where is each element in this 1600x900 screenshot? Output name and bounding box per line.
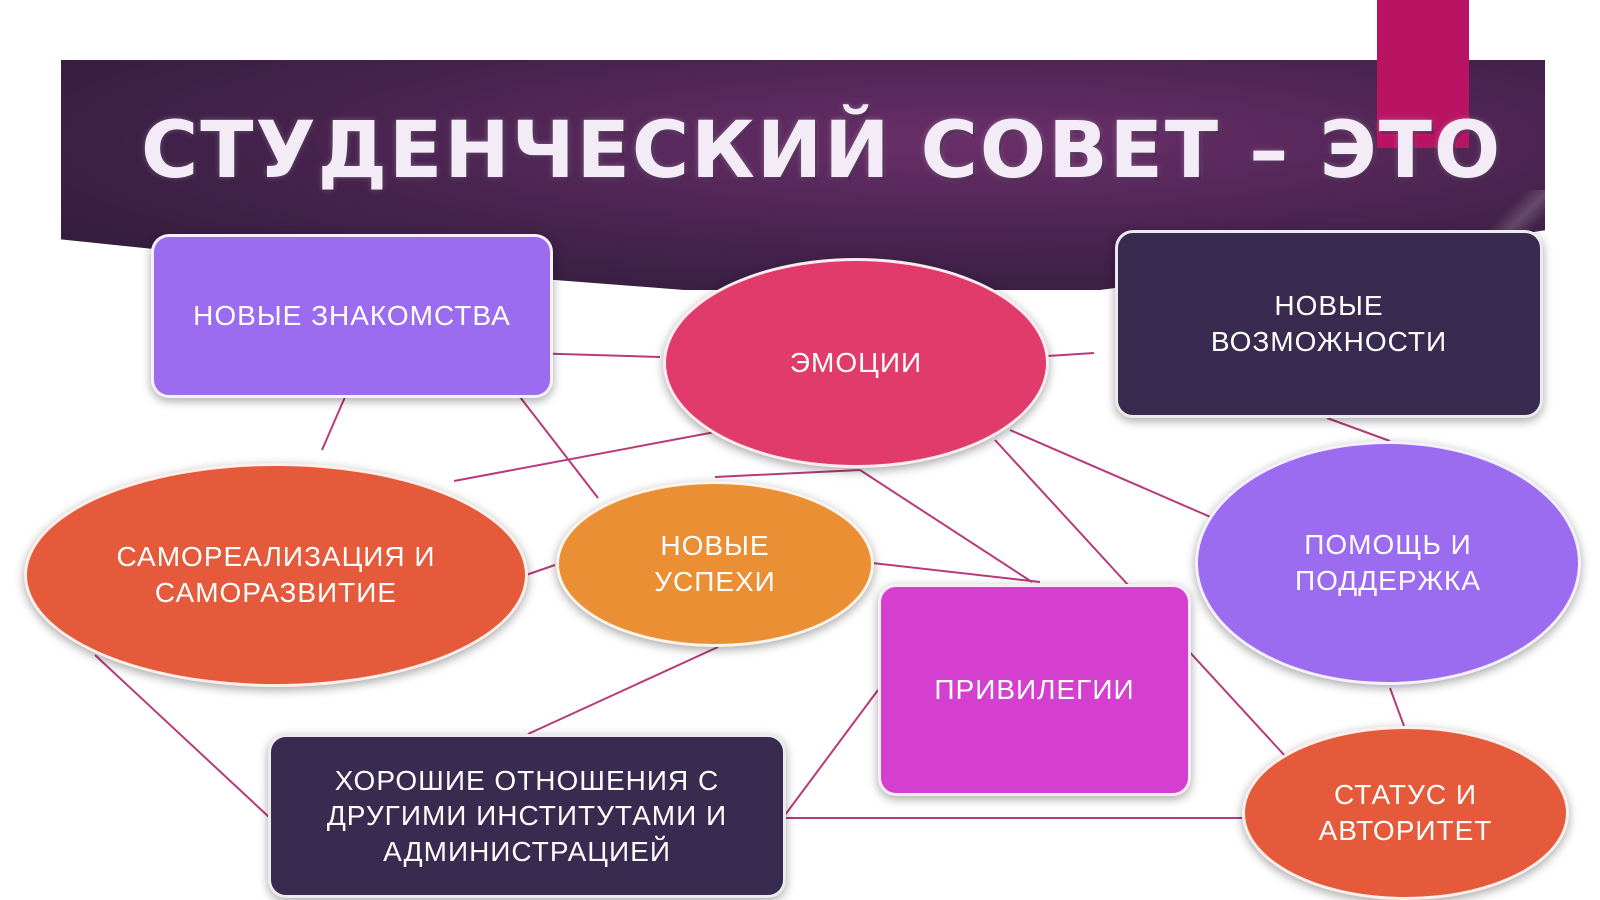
connector-line xyxy=(527,646,719,735)
node-label: СТАТУС И АВТОРИТЕТ xyxy=(1318,779,1493,846)
node-new-acquaintances: НОВЫЕ ЗНАКОМСТВА xyxy=(151,234,553,398)
node-label: НОВЫЕ ВОЗМОЖНОСТИ xyxy=(1210,290,1448,357)
node-label: ПОМОЩЬ И ПОДДЕРЖКА xyxy=(1294,529,1482,596)
connector-line xyxy=(1009,429,1223,523)
connector-line xyxy=(1389,687,1405,727)
node-privileges: ПРИВИЛЕГИИ xyxy=(878,584,1191,796)
node-self-realization: САМОРЕАЛИЗАЦИЯ И САМОРАЗВИТИЕ xyxy=(24,463,528,687)
connector-line xyxy=(714,469,861,478)
connector-line xyxy=(784,689,879,816)
connector-line xyxy=(453,431,716,482)
connector-line xyxy=(321,396,346,451)
connector-line xyxy=(94,654,271,819)
node-label: НОВЫЕ ЗНАКОМСТВА xyxy=(193,300,511,332)
connector-line xyxy=(1326,417,1391,442)
node-new-opportunities: НОВЫЕ ВОЗМОЖНОСТИ xyxy=(1115,230,1543,418)
node-label: ХОРОШИЕ ОТНОШЕНИЯ С ДРУГИМИ ИНСТИТУТАМИ … xyxy=(326,764,728,867)
accent-bar xyxy=(1377,0,1469,148)
node-label: САМОРЕАЛИЗАЦИЯ И САМОРАЗВИТИЕ xyxy=(116,541,436,608)
node-new-successes: НОВЫЕ УСПЕХИ xyxy=(556,481,874,647)
node-label: ЭМОЦИИ xyxy=(789,347,923,379)
connector-line xyxy=(525,564,556,576)
connector-line xyxy=(519,396,599,499)
node-good-relations: ХОРОШИЕ ОТНОШЕНИЯ С ДРУГИМИ ИНСТИТУТАМИ … xyxy=(268,734,786,898)
connector-line xyxy=(859,469,1033,583)
slide-title: СТУДЕНЧЕСКИЙ СОВЕТ – ЭТО xyxy=(141,106,1503,196)
node-help-support: ПОМОЩЬ И ПОДДЕРЖКА xyxy=(1195,441,1581,685)
node-label: ПРИВИЛЕГИИ xyxy=(934,674,1135,706)
connector-line xyxy=(871,562,1041,583)
node-label: НОВЫЕ УСПЕХИ xyxy=(654,530,776,597)
node-status-authority: СТАТУС И АВТОРИТЕТ xyxy=(1242,726,1569,900)
node-emotions: ЭМОЦИИ xyxy=(663,258,1049,468)
